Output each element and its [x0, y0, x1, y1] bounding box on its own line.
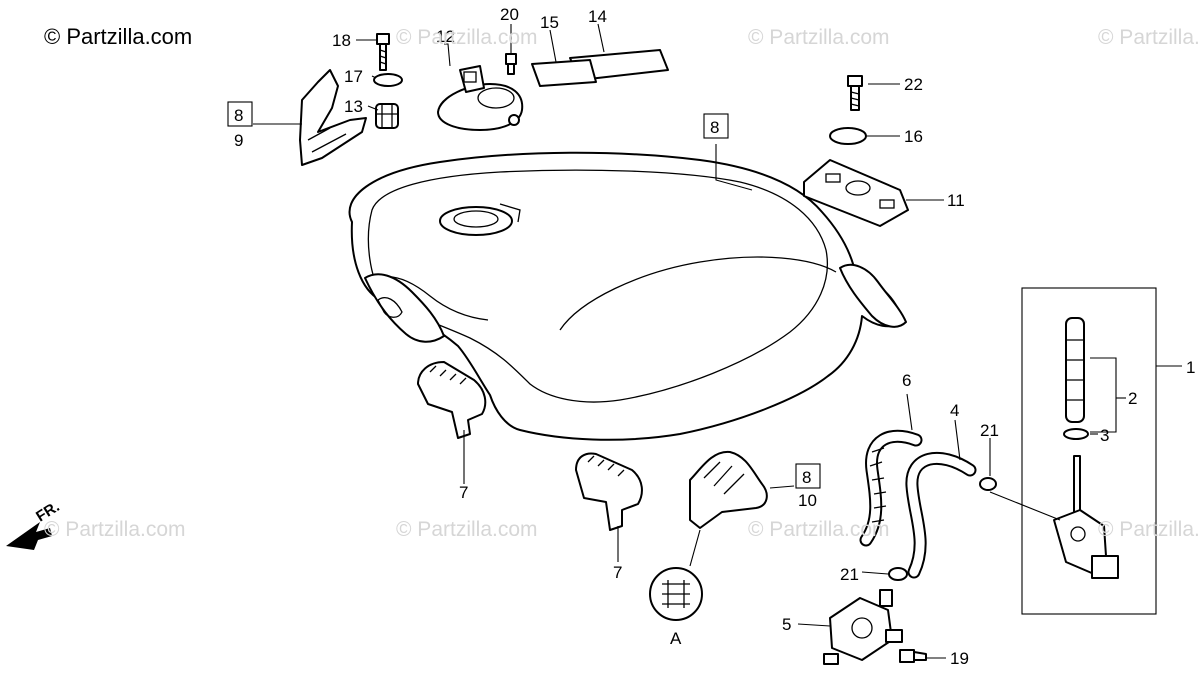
callout-9: 9 [234, 131, 243, 150]
callout-5: 5 [782, 615, 791, 634]
callout-17: 17 [344, 67, 363, 86]
tank-cushion-7a [417, 361, 487, 439]
screw-19 [899, 649, 927, 663]
bolt-18 [376, 33, 390, 71]
petcock-assembly-frame [1021, 287, 1157, 615]
callout-15: 15 [540, 13, 559, 32]
callout-19: 19 [950, 649, 969, 668]
fuel-cap [437, 65, 524, 131]
strip-15 [531, 59, 597, 87]
callout-21a: 21 [980, 421, 999, 440]
ref-box-8a: 8 [227, 101, 253, 127]
callout-18: 18 [332, 31, 351, 50]
callout-7b: 7 [613, 563, 622, 582]
bolt-22 [847, 75, 863, 111]
callout-22: 22 [904, 75, 923, 94]
callout-1: 1 [1186, 358, 1195, 377]
ref-box-8b: 8 [703, 113, 729, 139]
emblem-detail-a [649, 567, 703, 621]
watermark: © Partzilla.com [748, 518, 890, 541]
tank-emblem-10 [689, 450, 768, 529]
fuel-tank [348, 151, 907, 441]
callout-12: 12 [436, 27, 455, 46]
ref-box-8c-label: 8 [802, 468, 811, 487]
callout-11: 11 [947, 191, 965, 210]
watermark: © Partzilla.com [748, 26, 890, 49]
hose-clip-21a [979, 477, 997, 491]
hose-clip-21b [888, 567, 908, 581]
tank-bracket-9 [299, 69, 367, 166]
callout-13: 13 [344, 97, 363, 116]
watermark: © Partzilla.com [1098, 518, 1200, 541]
callout-10: 10 [798, 491, 817, 510]
callout-6: 6 [902, 371, 911, 390]
detail-label-a: A [670, 629, 682, 648]
watermark: © Partzilla.com [396, 26, 538, 49]
brand-watermark: © Partzilla.com [44, 24, 193, 49]
washer-17 [373, 73, 403, 87]
callout-2: 2 [1128, 389, 1137, 408]
washer-16 [829, 127, 867, 145]
callout-21b: 21 [840, 565, 859, 584]
watermark: © Partzilla.com [1098, 26, 1200, 49]
watermark: © Partzilla.com [44, 518, 186, 541]
callout-7a: 7 [459, 483, 468, 502]
callout-20: 20 [500, 5, 519, 24]
fuel-valve-5 [823, 589, 903, 665]
tank-rear-bracket-11 [803, 159, 909, 227]
callout-16: 16 [904, 127, 923, 146]
ref-box-8b-label: 8 [710, 118, 719, 137]
fuel-strainer-2 [1065, 317, 1085, 423]
grommet-13 [375, 103, 399, 129]
ref-box-8a-label: 8 [234, 106, 243, 125]
callout-4: 4 [950, 401, 959, 420]
o-ring-3 [1063, 428, 1089, 440]
fuel-petcock-1 [1053, 455, 1119, 579]
ref-box-8c: 8 [795, 463, 821, 489]
leader-lines [253, 23, 1182, 659]
watermark: © Partzilla.com [396, 518, 538, 541]
tank-cushion-7b [575, 452, 643, 531]
bolt-20 [505, 53, 517, 75]
callout-3: 3 [1100, 426, 1109, 445]
callout-14: 14 [588, 7, 607, 26]
